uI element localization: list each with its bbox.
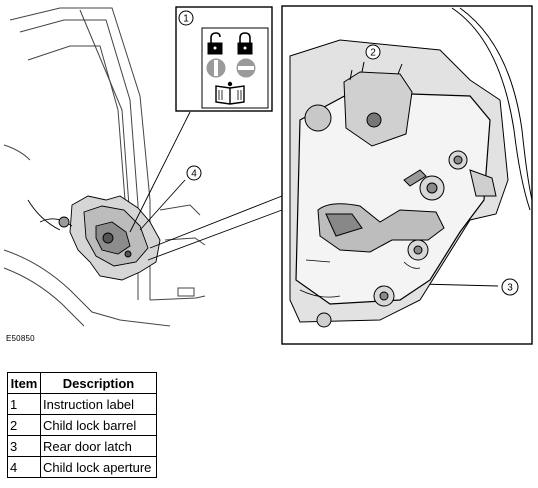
- rear-door-latch-detail: [281, 5, 533, 345]
- exploded-diagram: 1 2 3 4: [3, 5, 533, 345]
- legend-item-number: 1: [7, 393, 41, 415]
- callout-4-label: 4: [191, 169, 197, 180]
- table-row: 3 Rear door latch: [7, 435, 157, 457]
- callout-1: 1: [178, 10, 194, 26]
- manual-book-icon: [215, 81, 245, 105]
- legend-item-number: 2: [7, 414, 41, 436]
- callout-3-label: 3: [507, 283, 513, 294]
- legend-item-description: Child lock aperture: [40, 456, 157, 478]
- callout-4: 4: [186, 165, 202, 181]
- legend-item-number: 3: [7, 435, 41, 457]
- instruction-label-inset: [175, 6, 273, 112]
- legend-item-description: Rear door latch: [40, 435, 157, 457]
- door-latch-assembly: [27, 195, 161, 281]
- table-row: 1 Instruction label: [7, 393, 157, 415]
- callout-1-label: 1: [183, 14, 189, 25]
- table-row: 2 Child lock barrel: [7, 414, 157, 436]
- legend-header-item: Item: [7, 372, 41, 394]
- legend-item-description: Instruction label: [40, 393, 157, 415]
- legend-header-description: Description: [40, 372, 157, 394]
- legend-header-row: Item Description: [7, 372, 157, 394]
- vehicle-door-illustration: [3, 7, 206, 327]
- figure-reference-code: E50850: [6, 334, 35, 343]
- table-row: 4 Child lock aperture: [7, 456, 157, 478]
- callout-3: 3: [501, 278, 519, 296]
- unlocked-padlock-icon: [207, 32, 223, 55]
- callout-2-label: 2: [370, 48, 376, 59]
- locked-padlock-icon: [237, 32, 253, 55]
- barrel-horizontal-icon: [236, 58, 256, 78]
- barrel-vertical-icon: [206, 58, 226, 78]
- legend-item-number: 4: [7, 456, 41, 478]
- legend-item-description: Child lock barrel: [40, 414, 157, 436]
- legend-table: Item Description 1 Instruction label 2 C…: [7, 372, 157, 478]
- callout-2: 2: [365, 44, 381, 60]
